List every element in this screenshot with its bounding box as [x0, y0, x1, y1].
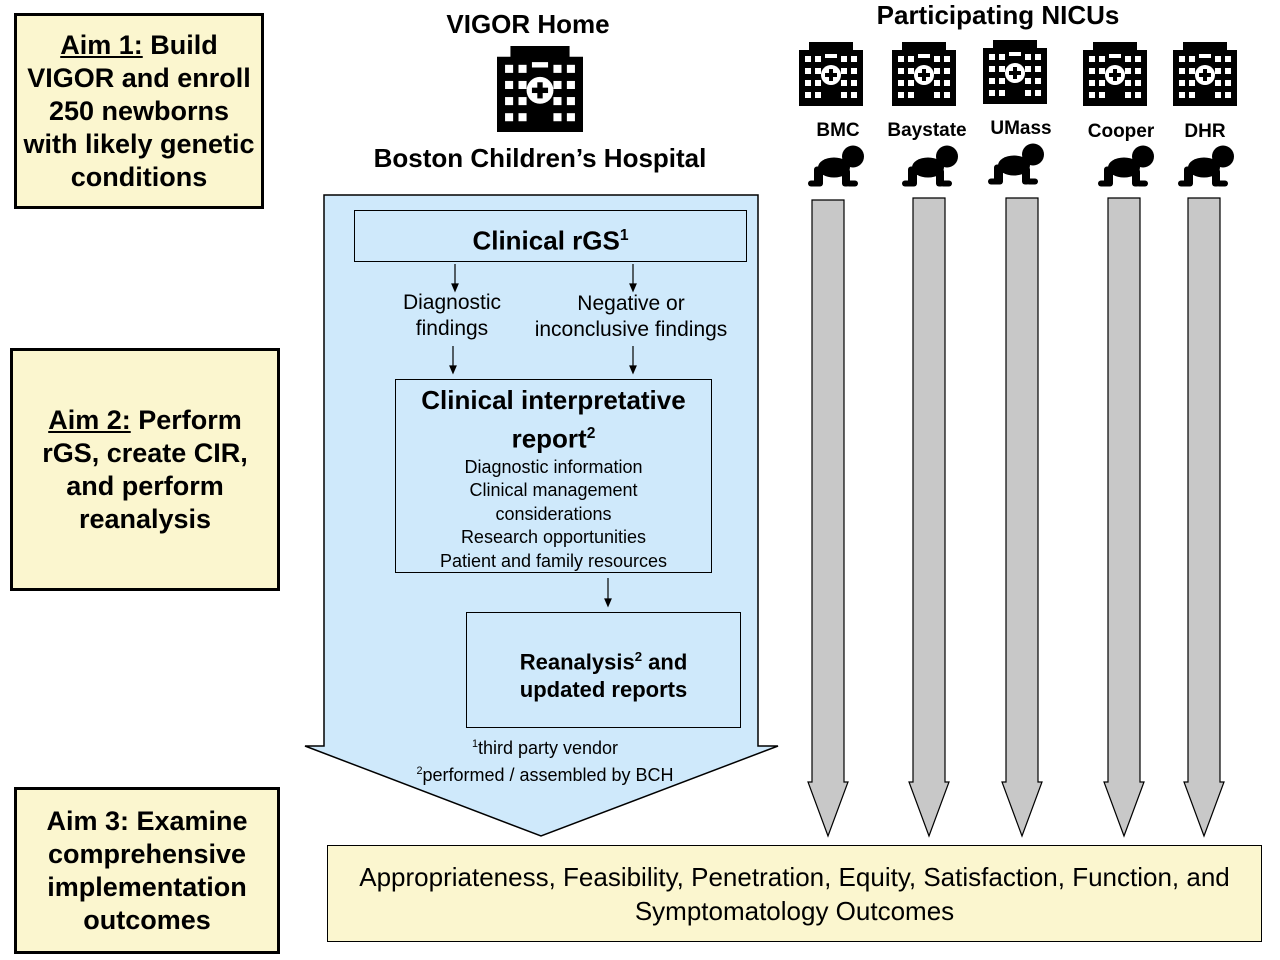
reanalysis-sup: 2	[634, 649, 643, 664]
reanalysis-line-2: updated reports	[519, 677, 688, 703]
hospital-icon	[892, 42, 956, 106]
baby-icon	[1098, 145, 1154, 187]
reanalysis-title: Reanalysis	[519, 649, 635, 675]
clinical-rgs-box: Clinical rGS1	[354, 210, 747, 262]
aim-3-box: Aim 3: Examine comprehensive implementat…	[14, 787, 280, 954]
aim-1-text: Build VIGOR and enroll 250 newborns with…	[23, 29, 255, 192]
outcomes-line-1: Appropriateness, Feasibility, Penetratio…	[359, 861, 1230, 892]
baby-icon	[808, 145, 864, 187]
aim-2-text: Perform rGS, create CIR, and perform rea…	[42, 404, 248, 534]
report-item: Patient and family resources	[439, 550, 668, 571]
hospital-icon	[983, 40, 1047, 104]
hospital-icon	[1083, 42, 1147, 106]
outcomes-line-2: Symptomatology Outcomes	[634, 895, 955, 926]
diagnostic-findings-label: Diagnostic findings	[372, 290, 532, 342]
nicu-label-bmc: BMC	[816, 120, 860, 141]
hospital-icon	[497, 46, 583, 132]
footnotes: 1third party vendor 2performed / assembl…	[390, 733, 700, 787]
negative-line-2: inconclusive findings	[534, 318, 728, 341]
footnote-1: third party vendor	[477, 738, 619, 758]
aim-1-label: Aim 1:	[60, 29, 143, 60]
diagnostic-line-1: Diagnostic	[402, 291, 502, 314]
nicu-label-umass: UMass	[990, 118, 1052, 139]
outcomes-box: Appropriateness, Feasibility, Penetratio…	[327, 845, 1262, 942]
nicu-label-baystate: Baystate	[887, 120, 967, 141]
nicu-arrow-baystate	[908, 197, 950, 838]
footnote-2: performed / assembled by BCH	[422, 765, 674, 785]
nicu-label-dhr: DHR	[1184, 121, 1226, 142]
clinical-rgs-title: Clinical rGS	[472, 225, 620, 256]
reanalysis-box: Reanalysis2 and updated reports	[466, 612, 741, 728]
nicus-title: Participating NICUs	[876, 0, 1120, 30]
aim-3-text: Aim 3: Examine comprehensive implementat…	[46, 805, 248, 935]
baby-icon	[1178, 145, 1234, 187]
report-item: Diagnostic information	[464, 456, 643, 477]
nicu-arrow-cooper	[1103, 197, 1145, 838]
aim-1-box: Aim 1: Build VIGOR and enroll 250 newbor…	[14, 13, 264, 209]
report-title-sup: 2	[586, 425, 596, 442]
report-title-line-2: report	[511, 423, 587, 454]
footnote-1-sup: 1	[471, 738, 478, 750]
aim-2-label: Aim 2:	[48, 404, 131, 435]
vigor-home-title: VIGOR Home	[446, 9, 610, 39]
nicu-arrow-dhr	[1183, 197, 1225, 838]
nicu-arrow-bmc	[807, 199, 849, 838]
baby-icon	[988, 143, 1044, 185]
report-item: Clinical management	[469, 480, 638, 501]
negative-line-1: Negative or	[577, 292, 685, 315]
hospital-name: Boston Children’s Hospital	[373, 143, 707, 173]
diagnostic-line-2: findings	[415, 317, 489, 340]
clinical-rgs-sup: 1	[619, 227, 629, 244]
nicu-arrow-umass	[1001, 197, 1043, 838]
report-item: Research opportunities	[460, 527, 647, 548]
nicu-label-cooper: Cooper	[1087, 121, 1155, 142]
negative-findings-label: Negative or inconclusive findings	[518, 291, 744, 343]
clinical-report-box: Clinical interpretative report2 Diagnost…	[395, 379, 712, 573]
hospital-icon	[1173, 42, 1237, 106]
reanalysis-and: and	[642, 649, 688, 675]
footnote-2-sup: 2	[416, 765, 423, 777]
report-title-line-1: Clinical interpretative	[421, 385, 686, 415]
hospital-icon	[799, 42, 863, 106]
baby-icon	[902, 145, 958, 187]
report-item: considerations	[495, 503, 612, 524]
aim-2-box: Aim 2: Perform rGS, create CIR, and perf…	[10, 348, 280, 591]
